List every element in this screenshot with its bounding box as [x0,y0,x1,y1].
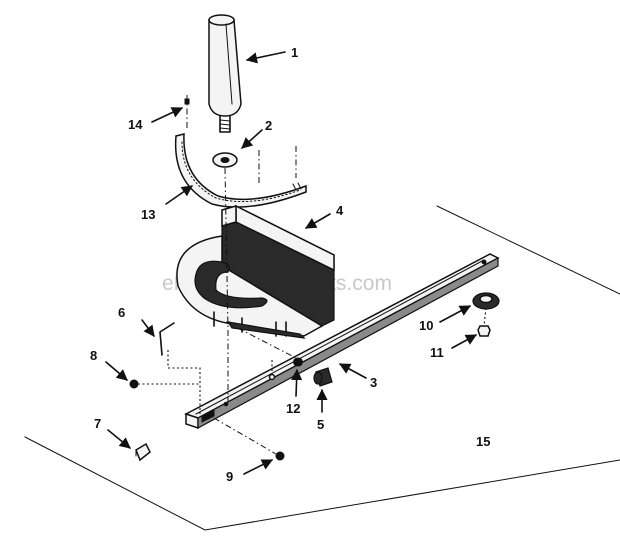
callout-15: 15 [476,434,490,449]
assembly-centerlines [138,167,301,455]
part-screw-9 [275,451,285,461]
part-set-screw [129,379,139,389]
arrow-12 [291,368,303,397]
callout-labels: 1 2 3 4 5 6 7 8 9 10 11 12 13 14 15 [90,45,490,484]
arrow-11 [451,334,477,349]
arrow-3 [339,363,367,379]
part-hex-key [159,322,175,356]
arrow-10 [439,305,471,323]
arrow-13 [165,185,193,205]
arrow-1 [245,51,286,64]
arrow-8 [105,361,128,381]
arrow-4 [305,213,331,229]
arrow-9 [243,459,274,475]
arrow-7 [107,429,131,449]
callout-8: 8 [90,348,97,363]
part-protractor-scale [174,133,307,208]
callout-5: 5 [317,417,324,432]
part-stop-screw [313,367,333,387]
callout-12: 12 [286,401,300,416]
part-screws [184,95,297,184]
arrow-6 [141,319,155,337]
part-nut [477,307,491,337]
callout-3: 3 [370,375,377,390]
callout-2: 2 [265,118,272,133]
arrow-2 [241,129,263,149]
callout-10: 10 [419,318,433,333]
part-miter-bar [184,253,500,430]
arrow-14 [151,107,184,123]
table-surface [24,205,620,531]
part-clip [135,442,151,462]
part-washer [212,152,238,168]
callout-11: 11 [430,345,444,360]
callout-1: 1 [291,45,298,60]
part-roller [472,292,500,310]
callout-13: 13 [141,207,155,222]
callout-9: 9 [226,469,233,484]
callout-4: 4 [336,203,344,218]
part-handle [208,14,242,133]
callout-7: 7 [94,416,101,431]
leader-arrows [105,51,477,475]
callout-6: 6 [118,305,125,320]
part-pin [293,357,303,367]
callout-14: 14 [128,117,143,132]
